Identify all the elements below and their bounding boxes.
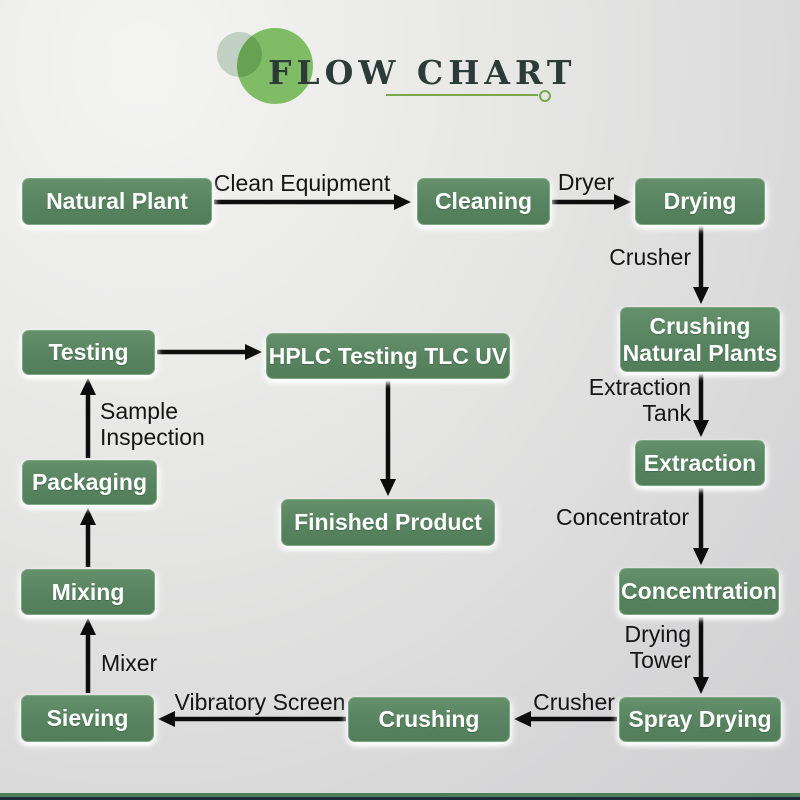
flow-node-crushing-natural-plants: Crushing Natural Plants: [620, 307, 780, 372]
flow-node-finished-product: Finished Product: [281, 499, 495, 546]
flow-node-concentration: Concentration: [619, 568, 779, 615]
flow-node-natural-plant: Natural Plant: [22, 178, 212, 225]
flow-arrow-label-natural-plant-to-cleaning: Clean Equipment: [213, 170, 391, 196]
flow-node-sieving: Sieving: [21, 695, 154, 742]
footer-accent-line: [0, 793, 800, 797]
flow-node-cleaning: Cleaning: [417, 178, 550, 225]
flow-arrow-label-crushing-to-sieving: Vibratory Screen: [174, 689, 346, 715]
flow-arrow-label-spray-drying-to-crushing: Crusher: [533, 689, 615, 715]
flow-arrow-label-cleaning-to-drying: Dryer: [557, 169, 615, 195]
flow-node-drying: Drying: [635, 178, 765, 225]
flow-node-crushing: Crushing: [348, 697, 510, 742]
flow-arrow-label-drying-to-crushing-natural-plants: Crusher: [609, 244, 691, 270]
flow-node-hplc-testing: HPLC Testing TLC UV: [266, 333, 510, 379]
flow-node-packaging: Packaging: [22, 460, 157, 505]
flow-arrow-label-sieving-to-mixing: Mixer: [101, 650, 158, 676]
underline-end-dot-icon: [539, 90, 551, 102]
page-title: FLOW CHART: [268, 53, 577, 92]
flow-arrow-label-crushing-natural-plants-to-extraction: Extraction Tank: [588, 374, 691, 426]
flow-node-extraction: Extraction: [635, 440, 765, 486]
flow-node-testing: Testing: [22, 330, 155, 375]
flow-arrow-label-concentration-to-spray-drying: Drying Tower: [624, 621, 691, 673]
title-underline: [386, 94, 538, 96]
flow-node-mixing: Mixing: [21, 569, 155, 615]
logo-circle-small: [217, 32, 262, 77]
flow-arrow-label-packaging-to-testing: Sample Inspection: [100, 398, 205, 450]
footer-bar: [0, 797, 800, 800]
flow-arrow-label-extraction-to-concentration: Concentrator: [556, 504, 689, 530]
flow-node-spray-drying: Spray Drying: [619, 697, 781, 742]
